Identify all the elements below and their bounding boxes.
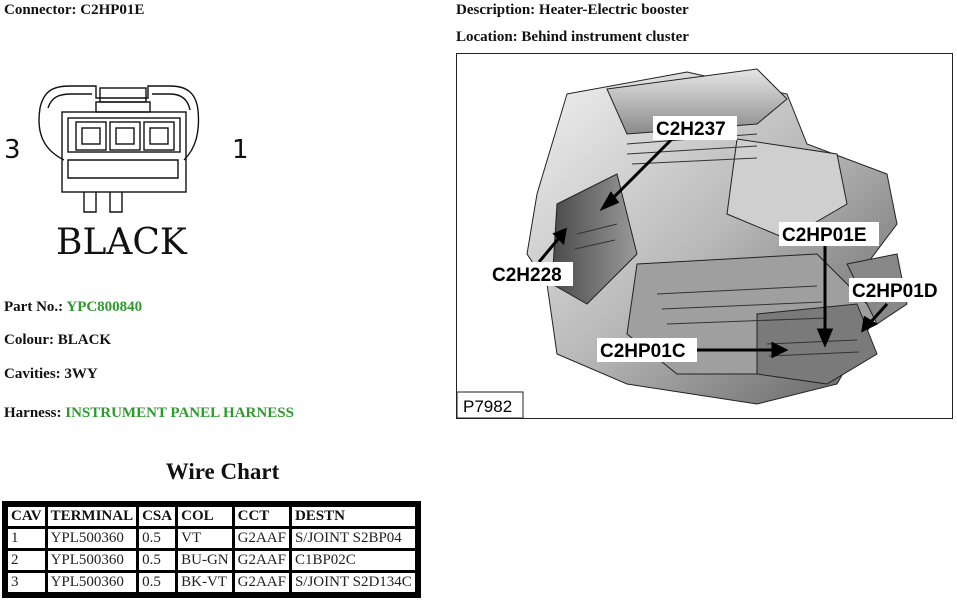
- callout-c2hp01c: C2HP01C: [600, 341, 686, 362]
- table-row: 1 YPL500360 0.5 VT G2AAF S/JOINT S2BP04: [8, 529, 415, 548]
- col-header-terminal: TERMINAL: [47, 507, 137, 526]
- heater-unit-illustration: C2H237 C2H228 C2HP01E C2HP01D C2HP01C P7…: [457, 68, 949, 418]
- location-field: Location: Behind instrument cluster: [456, 29, 689, 46]
- pin-right-number: 1: [232, 135, 249, 165]
- colour-label: Colour:: [4, 332, 54, 348]
- cavity-1: [143, 121, 175, 151]
- harness-field: Harness: INSTRUMENT PANEL HARNESS: [4, 405, 294, 422]
- housing-outline: [38, 85, 200, 161]
- cell-col: BK-VT: [178, 573, 232, 592]
- cell-destn: C1BP02C: [291, 551, 415, 570]
- cavities-label: Cavities:: [4, 366, 61, 382]
- colour-field: Colour: BLACK: [4, 332, 111, 349]
- table-row: 2 YPL500360 0.5 BU-GN G2AAF C1BP02C: [8, 551, 415, 570]
- cell-cav: 3: [8, 573, 45, 592]
- photo-ref: P7982: [463, 397, 512, 416]
- harness-link[interactable]: INSTRUMENT PANEL HARNESS: [65, 405, 294, 421]
- callout-c2h228: C2H228: [492, 265, 562, 286]
- col-header-col: COL: [178, 507, 232, 526]
- col-header-csa: CSA: [139, 507, 176, 526]
- latch-tab: [99, 87, 147, 103]
- cell-destn: S/JOINT S2BP04: [291, 529, 415, 548]
- cell-csa: 0.5: [139, 573, 176, 592]
- cell-cct: G2AAF: [234, 573, 289, 592]
- harness-label: Harness:: [4, 405, 62, 421]
- cell-terminal: YPL500360: [47, 529, 137, 548]
- table-header-row: CAV TERMINAL CSA COL CCT DESTN: [8, 507, 415, 526]
- part-no-field: Part No.: YPC800840: [4, 299, 142, 316]
- wire-chart-table: CAV TERMINAL CSA COL CCT DESTN 1 YPL5003…: [5, 504, 418, 595]
- table-row: 3 YPL500360 0.5 BK-VT G2AAF S/JOINT S2D1…: [8, 573, 415, 592]
- colour-value: BLACK: [57, 332, 112, 348]
- col-header-cct: CCT: [234, 507, 289, 526]
- wire-chart-table-frame: CAV TERMINAL CSA COL CCT DESTN 1 YPL5003…: [2, 501, 421, 598]
- wire-chart-title: Wire Chart: [165, 459, 280, 484]
- part-no-link[interactable]: YPC800840: [66, 299, 143, 315]
- description-value: Heater-Electric booster: [538, 2, 689, 18]
- cell-csa: 0.5: [139, 551, 176, 570]
- cell-cav: 1: [8, 529, 45, 548]
- connector-value: C2HP01E: [80, 2, 145, 18]
- col-header-destn: DESTN: [291, 507, 415, 526]
- location-photo: C2H237 C2H228 C2HP01E C2HP01D C2HP01C P7…: [456, 53, 953, 419]
- callout-c2hp01d: C2HP01D: [852, 281, 938, 302]
- col-header-cav: CAV: [8, 507, 45, 526]
- cell-cav: 2: [8, 551, 45, 570]
- diagram-colour-text: BLACK: [56, 222, 188, 263]
- cell-cct: G2AAF: [234, 529, 289, 548]
- location-label: Location:: [456, 29, 518, 45]
- cell-col: VT: [178, 529, 232, 548]
- cell-cct: G2AAF: [234, 551, 289, 570]
- description-field: Description: Heater-Electric booster: [456, 2, 689, 19]
- cell-terminal: YPL500360: [47, 573, 137, 592]
- part-no-label: Part No.:: [4, 299, 64, 315]
- location-value: Behind instrument cluster: [521, 29, 689, 45]
- cavities-value: 3WY: [64, 366, 98, 382]
- cavity-2: [109, 121, 141, 151]
- cavity-3: [75, 121, 107, 151]
- cell-terminal: YPL500360: [47, 551, 137, 570]
- connector-field: Connector: C2HP01E: [4, 2, 144, 19]
- callout-c2hp01e: C2HP01E: [782, 225, 867, 246]
- cell-destn: S/JOINT S2D134C: [291, 573, 415, 592]
- description-label: Description:: [456, 2, 536, 18]
- cavities-field: Cavities: 3WY: [4, 366, 98, 383]
- callout-c2h237: C2H237: [656, 119, 726, 140]
- connector-diagram: 3 1 BLACK: [4, 85, 249, 263]
- connector-label: Connector:: [4, 2, 77, 18]
- cell-col: BU-GN: [178, 551, 232, 570]
- cell-csa: 0.5: [139, 529, 176, 548]
- pin-left-number: 3: [4, 135, 21, 165]
